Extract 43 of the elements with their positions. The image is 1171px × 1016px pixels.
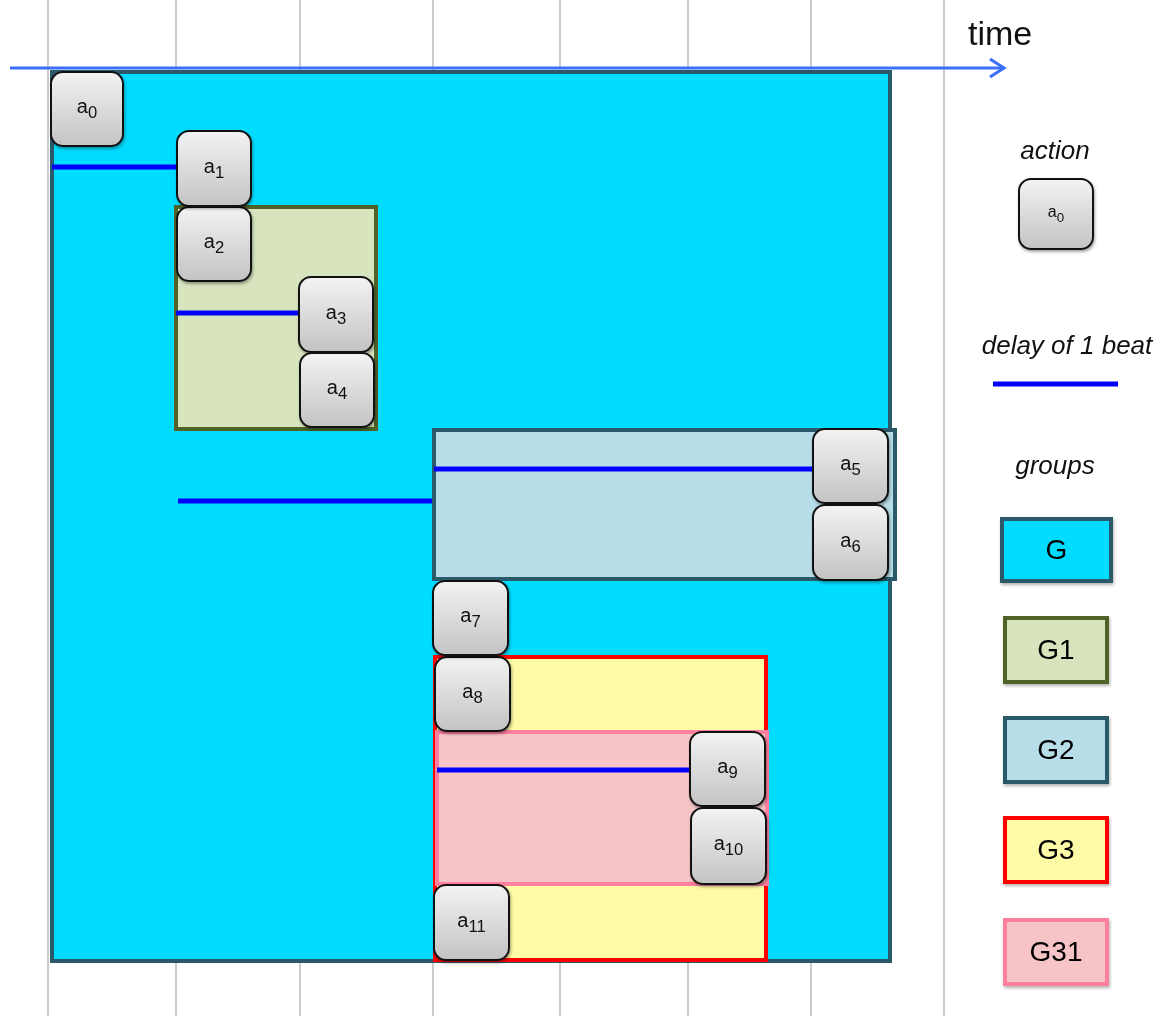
action-label: a$_{8}$ [462,680,483,708]
action-label: a$_{3}$ [325,300,347,329]
action-label: a$_{9}$ [717,755,738,783]
action-label: a$_{11}$ [457,908,486,937]
action-box [812,428,889,504]
legend-heading: groups [1015,449,1095,481]
sample-label: a$_{0}$ [1047,203,1065,225]
action-box [433,884,510,961]
action-box [434,656,511,732]
action-label: a$_{2}$ [203,230,225,258]
action-label: a$_{4}$ [326,376,348,404]
delay-line [176,310,298,316]
group-box [435,730,769,886]
legend-label: G [1045,534,1068,566]
legend-label: delay of 1 beat [981,329,1153,361]
legend-label: G1 [1037,634,1075,666]
delay-line [434,466,812,472]
delay-line [178,498,432,504]
group-box [432,428,897,581]
action-label: a$_{0}$ [76,95,98,123]
action-label: a$_{7}$ [460,604,481,632]
action-box [50,71,124,147]
action-box [298,276,374,353]
action-label: a$_{1}$ [203,154,225,183]
legend-label: action [1020,134,1090,166]
delay-line [437,767,689,773]
legend-label: G31 [1029,936,1083,968]
legend-label: G3 [1037,834,1075,866]
legend-label: G2 [1037,734,1075,766]
action-box [690,807,767,885]
group-box [174,205,378,431]
axis-label: time [968,14,1033,53]
group-box [433,655,768,962]
action-box [299,352,375,428]
action-label: a$_{6}$ [840,528,861,557]
action-box [689,731,766,807]
action-box [176,206,252,282]
action-box [812,504,889,581]
action-label: a$_{10}$ [713,832,744,860]
action-box [176,130,252,207]
action-box [432,580,509,656]
action-label: a$_{5}$ [840,452,861,480]
delay-line [52,164,176,170]
